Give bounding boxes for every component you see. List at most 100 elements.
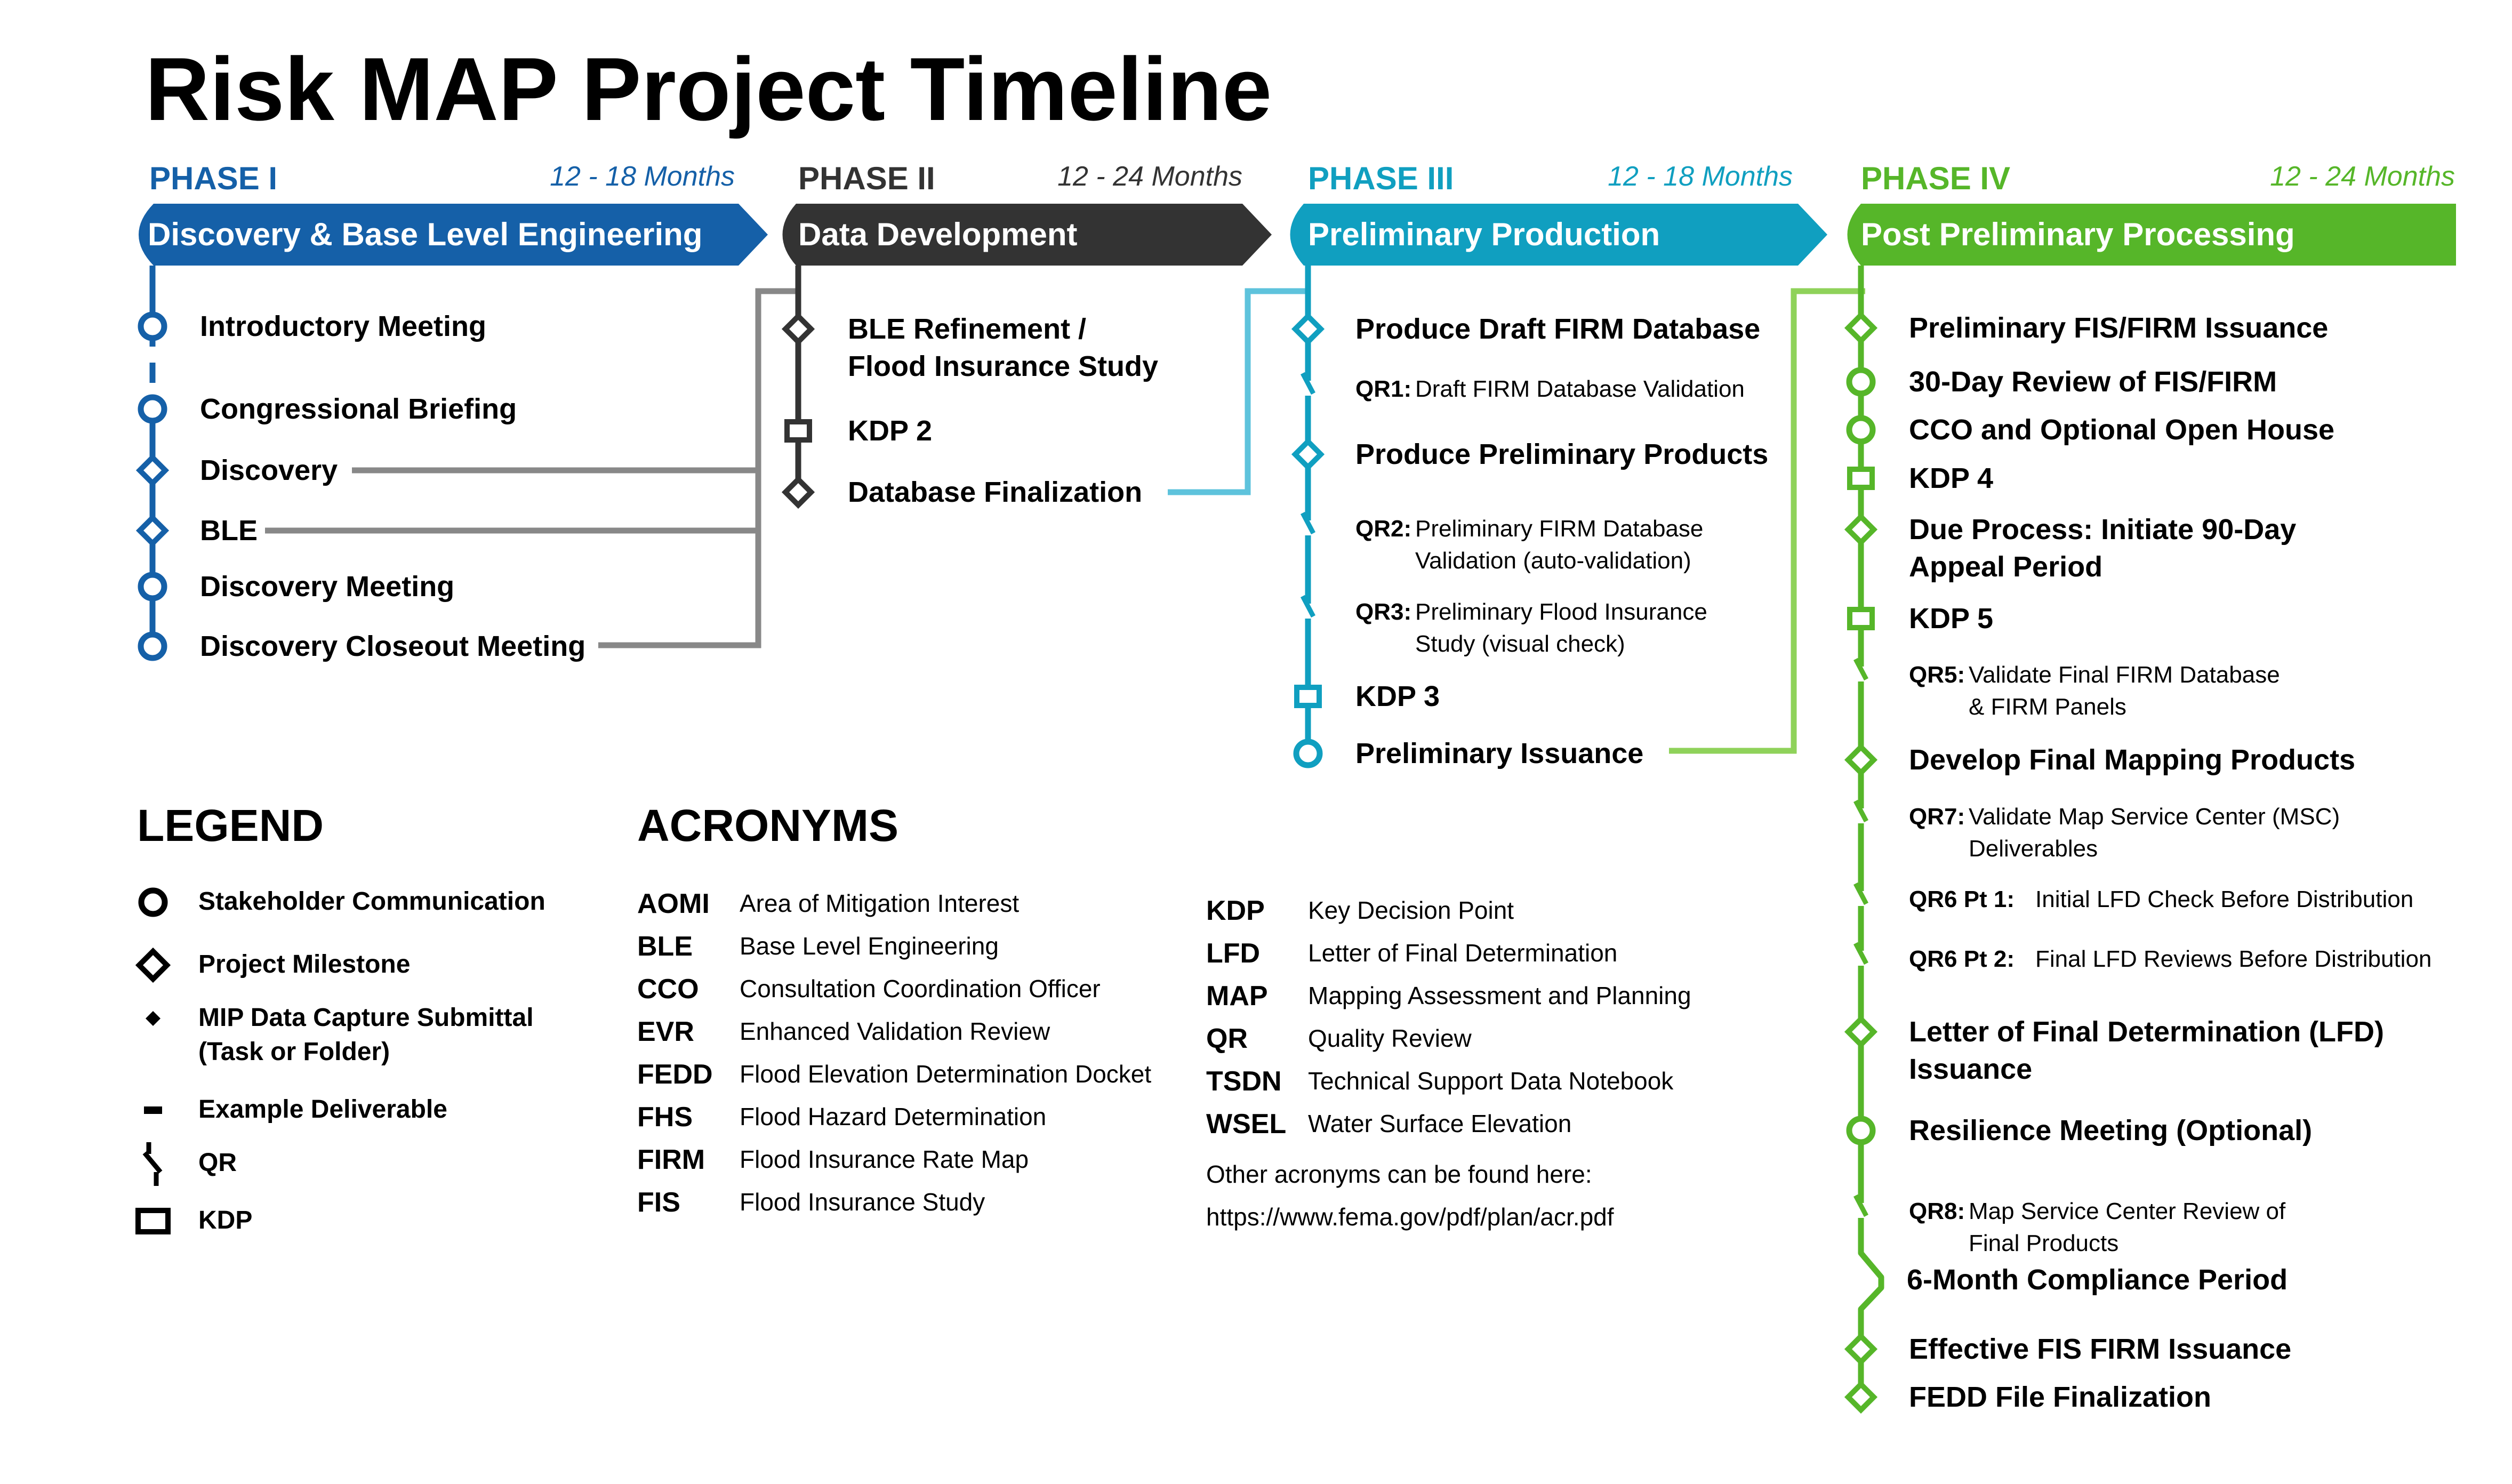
- qr-text: Draft FIRM Database Validation: [1415, 376, 1745, 402]
- diamond-icon: [1844, 1015, 1878, 1049]
- timeline-item-text: Congressional Briefing: [200, 393, 517, 425]
- phase-1-banner-text: Discovery & Base Level Engineering: [148, 216, 702, 252]
- timeline-item-text: KDP 5: [1909, 603, 1993, 635]
- qr-text: Final LFD Reviews Before Distribution: [2035, 946, 2431, 972]
- phase-3-label: PHASE III: [1308, 161, 1454, 196]
- legend-label: MIP Data Capture Submittal: [198, 1004, 534, 1032]
- acronym-definition: Base Level Engineering: [740, 932, 999, 960]
- timeline-item-text: Preliminary FIS/FIRM Issuance: [1909, 312, 2328, 344]
- acronym-definition: Consultation Coordination Officer: [740, 975, 1101, 1002]
- timeline-item-text: Preliminary Issuance: [1355, 737, 1643, 769]
- timeline-item-text: Resilience Meeting (Optional): [1909, 1114, 2312, 1146]
- phase-2-items: BLE Refinement /Flood Insurance StudyKDP…: [781, 266, 1158, 509]
- phase-headers: PHASE I 12 - 18 Months PHASE II 12 - 24 …: [149, 161, 2455, 196]
- acronym-definition: Flood Insurance Study: [740, 1188, 985, 1216]
- timeline-item-text: 30-Day Review of FIS/FIRM: [1909, 366, 2277, 398]
- bulge-gap: [1856, 1245, 1866, 1314]
- timeline-item-text: Discovery Meeting: [200, 571, 454, 603]
- qr-label: QR3:: [1355, 599, 1411, 625]
- acronym-definition: Mapping Assessment and Planning: [1308, 982, 1691, 1009]
- circle-icon: [138, 572, 167, 601]
- qr-label: QR8:: [1909, 1198, 1965, 1224]
- qr-break-icon: [1853, 942, 1868, 965]
- phase-3-banner-text: Preliminary Production: [1308, 216, 1660, 252]
- qr-break-icon: [1853, 882, 1868, 905]
- connector-database-finalization: [1168, 288, 1310, 495]
- timeline-item-text: Flood Insurance Study: [848, 350, 1158, 382]
- timeline-item-text: Discovery Closeout Meeting: [200, 630, 585, 662]
- diamond-icon: [1844, 743, 1878, 777]
- acronyms-link[interactable]: https://www.fema.gov/pdf/plan/acr.pdf: [1206, 1203, 1614, 1231]
- qr-break-icon: [1301, 511, 1315, 535]
- diamond-icon: [1844, 1380, 1878, 1414]
- timeline-item-text: Develop Final Mapping Products: [1909, 744, 2355, 776]
- dash-icon: [144, 1106, 162, 1114]
- acronym-definition: Flood Insurance Rate Map: [740, 1145, 1029, 1173]
- qr-text: Final Products: [1969, 1230, 2118, 1256]
- phase-connectors: [265, 288, 1865, 754]
- acronym-abbr: BLE: [637, 931, 693, 962]
- acronym-abbr: FHS: [637, 1102, 693, 1133]
- qr-text: Validation (auto-validation): [1415, 548, 1691, 574]
- timeline-item-text: KDP 3: [1355, 680, 1440, 712]
- qr-text: Preliminary Flood Insurance: [1415, 599, 1707, 625]
- timeline-item-text: CCO and Optional Open House: [1909, 414, 2334, 446]
- diamond-icon: [1291, 312, 1325, 346]
- phase-4-banner: [1847, 204, 2456, 266]
- circle-icon: [1846, 367, 1876, 397]
- acronyms-heading: ACRONYMS: [637, 800, 898, 851]
- timeline-item-text: Produce Draft FIRM Database: [1355, 313, 1760, 345]
- compliance-bulge-icon: [1858, 1242, 1884, 1317]
- legend-heading: LEGEND: [137, 800, 324, 851]
- square-icon: [135, 1208, 171, 1234]
- diamond-icon: [135, 514, 170, 548]
- qr-text: Validate Map Service Center (MSC): [1969, 804, 2340, 830]
- diamond-icon: [1844, 1332, 1878, 1366]
- acronym-definition: Technical Support Data Notebook: [1308, 1067, 1674, 1095]
- qr-label: QR6 Pt 2:: [1909, 946, 2015, 972]
- timeline-item-text: BLE Refinement /: [848, 313, 1086, 345]
- qr-break-icon: [1853, 799, 1868, 823]
- qr-text: Validate Final FIRM Database: [1969, 662, 2280, 688]
- qr-text: Initial LFD Check Before Distribution: [2035, 886, 2413, 912]
- phase-2-label: PHASE II: [798, 161, 935, 196]
- timeline-item-text: BLE: [200, 515, 258, 547]
- acronym-definition: Letter of Final Determination: [1308, 939, 1617, 967]
- legend-label: (Task or Folder): [198, 1038, 390, 1066]
- acronym-abbr: WSEL: [1206, 1109, 1286, 1140]
- acronym-abbr: CCO: [637, 974, 699, 1005]
- phase-2-duration: 12 - 24 Months: [1057, 161, 1242, 192]
- acronym-abbr: AOMI: [637, 888, 710, 919]
- square-icon: [1294, 685, 1322, 708]
- diamond-icon: [135, 453, 170, 487]
- diamond-icon: [1291, 437, 1325, 471]
- phase-1-label: PHASE I: [149, 161, 277, 196]
- qr-label: QR1:: [1355, 376, 1411, 402]
- qr-break-icon: [1853, 657, 1868, 681]
- legend-label: Project Milestone: [198, 950, 410, 978]
- phase-3-duration: 12 - 18 Months: [1608, 161, 1793, 192]
- phase-3-banner: [1290, 204, 1827, 266]
- diamond-icon: [135, 947, 171, 983]
- acronym-abbr: MAP: [1206, 981, 1268, 1012]
- phase-banners: Discovery & Base Level Engineering Data …: [139, 204, 2456, 266]
- timeline-item-text: Database Finalization: [848, 476, 1142, 508]
- circle-icon: [1846, 1116, 1876, 1145]
- acronym-definition: Quality Review: [1308, 1024, 1472, 1052]
- circle-icon: [138, 394, 167, 424]
- timeline-item-text: Discovery: [200, 454, 338, 486]
- circle-icon: [138, 631, 167, 661]
- square-icon: [1847, 607, 1875, 630]
- square-icon: [1847, 467, 1875, 490]
- qr-label: QR2:: [1355, 516, 1411, 542]
- acronym-definition: Flood Hazard Determination: [740, 1103, 1046, 1130]
- diamond-icon: [781, 475, 815, 509]
- timeline-item-text: Introductory Meeting: [200, 310, 486, 342]
- timeline-item-text: Issuance: [1909, 1053, 2032, 1085]
- acronym-abbr: LFD: [1206, 938, 1260, 969]
- acronym-definition: Water Surface Elevation: [1308, 1110, 1571, 1137]
